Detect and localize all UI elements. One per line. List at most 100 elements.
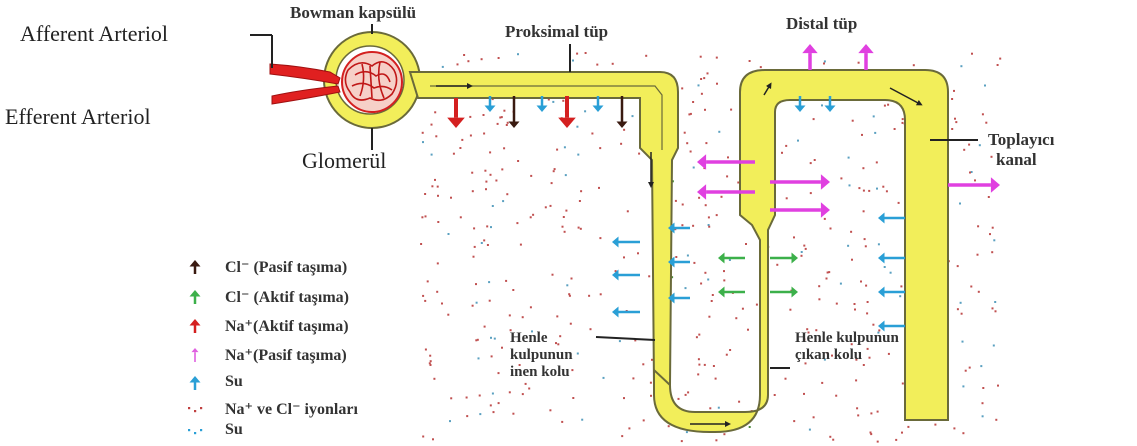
- ion-dot: [991, 251, 993, 253]
- na-active-arrow: [558, 96, 576, 128]
- ion-dot: [564, 146, 566, 148]
- ion-dot: [551, 182, 553, 184]
- cl-passive-arrow: [617, 96, 628, 128]
- ion-dot: [877, 411, 879, 413]
- ion-dot: [850, 231, 852, 233]
- ion-dot: [506, 193, 508, 195]
- ion-dot: [489, 151, 491, 153]
- ion-dot: [978, 291, 980, 293]
- ion-dot: [857, 414, 859, 416]
- ion-dot: [675, 200, 677, 202]
- ion-dot: [623, 397, 625, 399]
- ion-dot: [704, 364, 706, 366]
- ion-dot: [505, 280, 507, 282]
- ion-dot: [420, 243, 422, 245]
- ion-dot: [498, 372, 500, 374]
- ion-dot: [620, 143, 622, 145]
- ion-dot: [993, 345, 995, 347]
- ion-dot: [818, 298, 820, 300]
- ion-dot: [474, 246, 476, 248]
- ion-dot: [872, 324, 874, 326]
- ion-dot: [650, 395, 652, 397]
- ion-dot: [974, 179, 976, 181]
- ion-dot: [623, 256, 625, 258]
- ion-dot: [726, 354, 728, 356]
- ion-dot: [585, 52, 587, 54]
- water-arrow: [878, 213, 905, 224]
- ion-dot: [580, 228, 582, 230]
- ion-dot: [638, 153, 640, 155]
- label-toplayici: Toplayıcı: [988, 130, 1054, 150]
- ion-dot: [603, 377, 605, 379]
- ion-dot: [959, 203, 961, 205]
- ion-dot: [501, 347, 503, 349]
- ion-dot: [645, 55, 647, 57]
- nephron-tubule: [324, 32, 948, 432]
- ion-dot: [882, 186, 884, 188]
- ion-dot: [693, 167, 695, 169]
- ion-dot: [715, 378, 717, 380]
- ion-dot: [955, 121, 957, 123]
- ion-dot: [832, 439, 834, 441]
- ion-dot: [902, 383, 904, 385]
- label-bowman-kapsulu: Bowman kapsülü: [290, 3, 416, 23]
- ion-dot: [512, 289, 514, 291]
- ion-dot: [552, 274, 554, 276]
- ion-dot: [824, 60, 826, 62]
- legend-text-4: Su: [225, 373, 243, 390]
- ion-dot: [887, 104, 889, 106]
- ion-dot: [823, 63, 825, 65]
- ion-dot: [810, 192, 812, 194]
- ion-dot: [577, 154, 579, 156]
- ion-dot: [868, 190, 870, 192]
- ion-dot: [569, 295, 571, 297]
- ion-dot: [600, 293, 602, 295]
- ion-dot: [878, 243, 880, 245]
- ion-dot: [576, 53, 578, 55]
- ion-dot: [570, 323, 572, 325]
- ion-dot: [980, 365, 982, 367]
- ion-dot: [858, 187, 860, 189]
- ion-dot: [687, 255, 689, 257]
- ion-dot: [498, 57, 500, 59]
- ion-dot: [700, 56, 702, 58]
- ion-dot: [427, 280, 429, 282]
- ion-dot: [643, 419, 645, 421]
- ion-dot: [963, 149, 965, 151]
- ion-dot: [876, 188, 878, 190]
- glomerulus: [336, 46, 404, 114]
- ion-dot: [793, 420, 795, 422]
- ion-dot: [827, 272, 829, 274]
- ion-dot: [678, 398, 680, 400]
- ion-dot: [705, 204, 707, 206]
- legend-item: Na⁺(Pasif taşıma): [185, 345, 347, 365]
- ion-dot: [818, 285, 820, 287]
- ion-dot: [580, 190, 582, 192]
- ion-dot: [852, 120, 854, 122]
- ion-dot: [962, 385, 964, 387]
- ion-dot: [824, 218, 826, 220]
- ion-dot: [512, 413, 514, 415]
- ion-dot: [588, 295, 590, 297]
- ion-dot: [698, 364, 700, 366]
- ion-dot: [809, 429, 811, 431]
- ion-dot: [494, 338, 496, 340]
- ion-dot: [814, 159, 816, 161]
- ion-dot: [994, 301, 996, 303]
- ion-dot: [422, 141, 424, 143]
- ion-dot: [579, 200, 581, 202]
- ion-dot: [684, 132, 686, 134]
- cl-passive-arrow: [509, 96, 520, 128]
- ion-dot: [708, 316, 710, 318]
- ion-dot: [681, 87, 683, 89]
- ion-dot: [729, 259, 731, 261]
- ion-dot: [848, 157, 850, 159]
- ion-dot: [951, 98, 953, 100]
- ion-dot: [532, 214, 534, 216]
- ion-dot: [690, 151, 692, 153]
- ion-dot: [813, 416, 815, 418]
- ion-dot: [836, 303, 838, 305]
- legend-text-0: Cl⁻ (Pasif taşıma): [225, 259, 347, 276]
- ion-dot: [953, 90, 955, 92]
- ion-dot: [563, 216, 565, 218]
